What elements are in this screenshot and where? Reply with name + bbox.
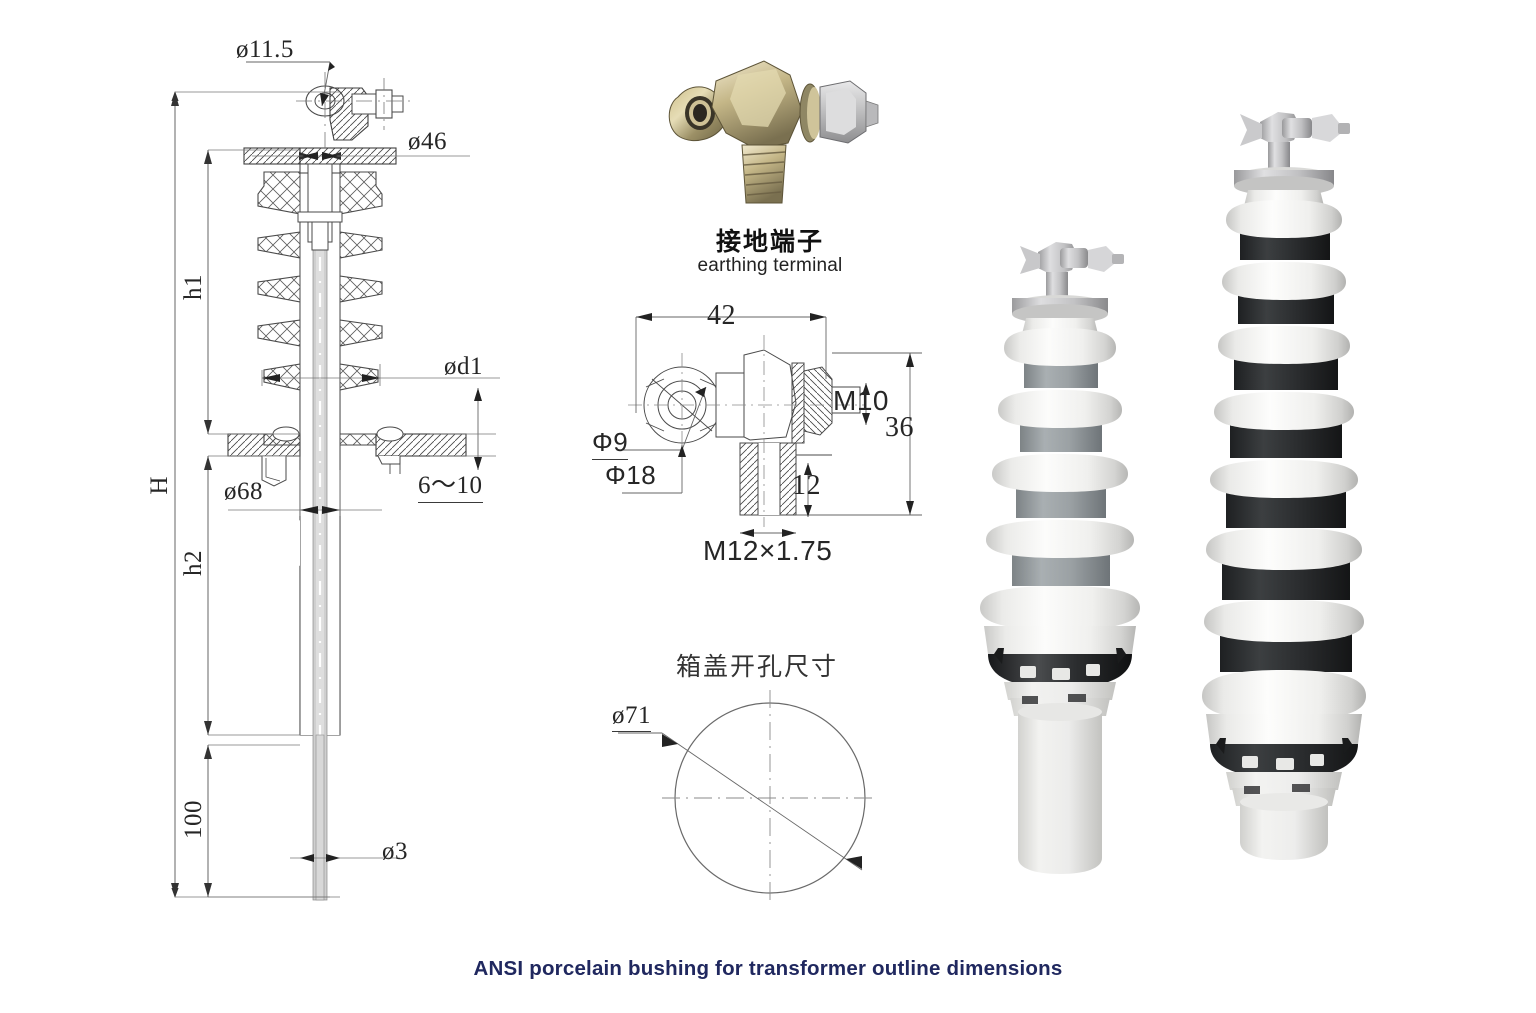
dim-label-dia-3: ø3: [382, 838, 408, 865]
dim-label-gasket-range: 6〜10: [418, 465, 483, 503]
dim-label-len-42: 42: [707, 300, 736, 331]
dim-label-dia-d1: ød1: [444, 353, 483, 380]
dim-label-length-100: 100: [180, 800, 207, 839]
earthing-terminal-caption-cn: 接地端子: [715, 228, 824, 256]
dim-label-len-12: 12: [792, 470, 821, 501]
left-sectional-drawing: [171, 61, 500, 905]
dim-label-height-H: H: [146, 476, 173, 495]
dim-label-dia-9: Φ9: [592, 427, 629, 460]
earthing-terminal-photo: [668, 60, 879, 204]
hole-drawing-dimension: ø71: [612, 702, 651, 732]
dim-label-height-h1: h1: [180, 274, 207, 300]
porcelain-bushing-photo-left: [980, 242, 1140, 874]
dim-label-height-h2: h2: [180, 550, 207, 576]
hole-drawing-title: 箱盖开孔尺寸: [676, 653, 839, 681]
page-caption: ANSI porcelain bushing for transformer o…: [473, 957, 1063, 980]
dim-label-dia-46: ø46: [408, 128, 447, 155]
earthing-terminal-dimension-drawing: [622, 313, 922, 537]
earthing-terminal-caption-en: earthing terminal: [697, 255, 843, 276]
dim-label-thread-m10: M10: [833, 385, 889, 416]
porcelain-bushing-photo-right: [1202, 112, 1366, 860]
dim-label-dia-11-5: ø11.5: [236, 36, 294, 63]
tank-cover-hole-drawing: [618, 690, 878, 906]
dim-label-dia-68: ø68: [224, 478, 263, 505]
dim-label-height-36: 36: [885, 412, 914, 443]
dim-label-dia-18: Φ18: [605, 460, 657, 490]
dim-label-thread-m12: M12×1.75: [703, 535, 833, 566]
